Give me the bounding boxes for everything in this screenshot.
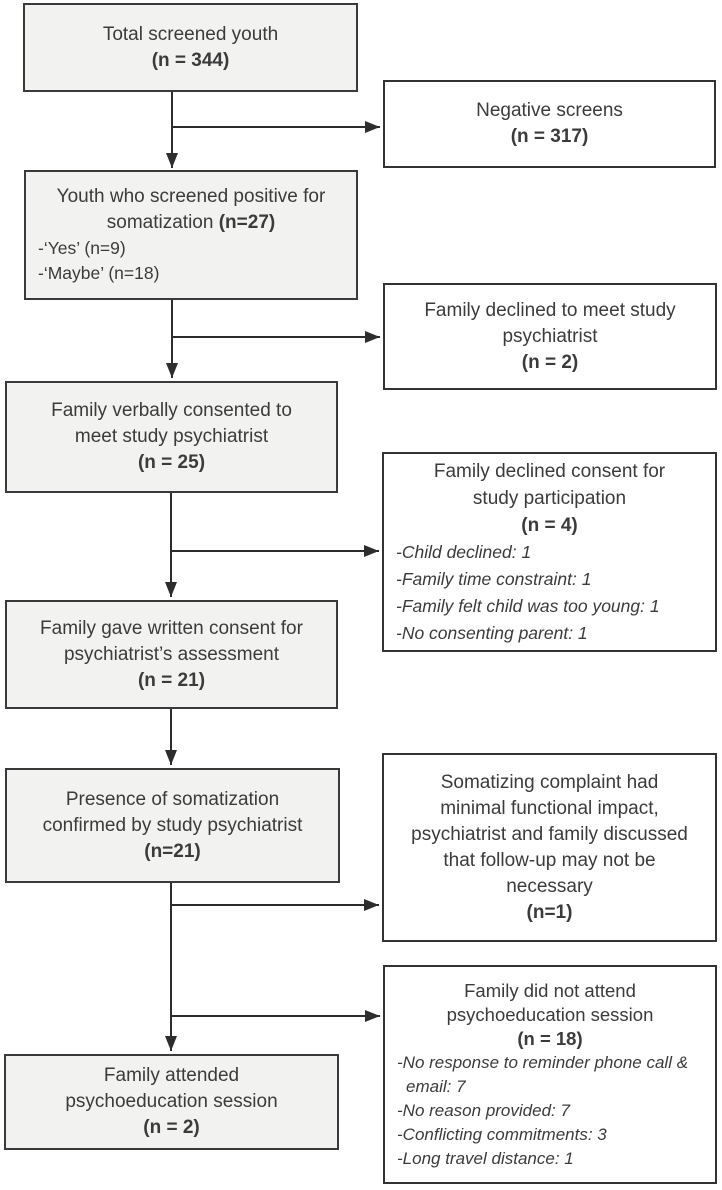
box-title-line2: somatization (n=27): [26, 210, 356, 236]
box-n-count: (n = 2): [521, 351, 579, 373]
box-title-line1: Family gave written consent for: [40, 617, 303, 639]
box-title-line1: Family declined to meet study: [424, 299, 676, 321]
bullet-item: -‘Maybe’ (n=18): [38, 263, 160, 283]
box-verbal-consent: Family verbally consented to meet study …: [5, 381, 338, 493]
box-title-line2: study participation: [472, 487, 627, 509]
box-title-line1: Family did not attend: [464, 979, 636, 1001]
box-title-line1: Family verbally consented to: [51, 400, 292, 421]
box-title-line1: Somatizing complaint had: [440, 771, 659, 793]
box-title-line2: psychoeducation session: [446, 1003, 654, 1025]
box-title-line4: that follow-up may not be: [443, 849, 656, 871]
box-n-count: (n = 21): [137, 669, 206, 691]
box-title-line3: psychiatrist and family discussed: [411, 823, 688, 845]
box-family-declined-consent: Family declined consent for study partic…: [382, 452, 717, 652]
box-title-line2: minimal functional impact,: [440, 797, 659, 819]
box-n-count: (n=21): [144, 840, 201, 862]
box-title-line1: Presence of somatization: [65, 788, 280, 810]
box-n-count: (n = 2): [143, 1117, 200, 1138]
box-screened-positive: Youth who screened positive for somatiza…: [24, 170, 358, 300]
box-title: Negative screens: [476, 100, 623, 121]
box-title-line2: psychiatrist: [502, 325, 598, 347]
box-minimal-impact: Somatizing complaint had minimal functio…: [382, 753, 717, 942]
box-bullet-list: -Child declined: 1 -Family time constrai…: [384, 539, 715, 647]
bullet-item: -‘Yes’ (n=9): [38, 238, 126, 258]
box-did-not-attend: Family did not attend psychoeducation se…: [383, 965, 717, 1184]
box-n-count: (n = 18): [517, 1027, 583, 1049]
box-bullet-list: -‘Yes’ (n=9) -‘Maybe’ (n=18): [26, 236, 356, 286]
box-title-line2: meet study psychiatrist: [74, 426, 269, 447]
box-attended-session: Family attended psychoeducation session …: [4, 1054, 339, 1150]
box-total-screened-youth: Total screened youth (n = 344): [23, 3, 358, 92]
box-title-line1: Family attended: [103, 1065, 240, 1086]
box-bullet-list: -No response to reminder phone call & em…: [385, 1051, 715, 1171]
box-n-count: (n=27): [218, 212, 276, 233]
box-title: Total screened youth: [102, 23, 279, 45]
box-n-count: (n = 25): [137, 452, 206, 473]
box-title-line2: psychiatrist’s assessment: [63, 643, 280, 665]
box-n-count: (n = 4): [521, 514, 578, 536]
box-n-count: (n = 317): [510, 126, 589, 147]
bullet-item: -No reason provided: 7: [397, 1100, 570, 1120]
box-title-line1: Youth who screened positive for: [56, 186, 326, 207]
bullet-item: -Long travel distance: 1: [397, 1148, 574, 1168]
bullet-item: -No response to reminder phone call & em…: [397, 1052, 689, 1096]
box-title-line2: psychoeducation session: [65, 1091, 278, 1112]
box-n-count: (n=1): [526, 901, 573, 923]
box-title-line5: necessary: [506, 875, 593, 897]
bullet-item: -No consenting parent: 1: [396, 622, 588, 643]
box-title-line2: confirmed by study psychiatrist: [42, 814, 303, 836]
box-title-line1: Family declined consent for: [433, 460, 666, 482]
box-n-count: (n = 344): [151, 49, 230, 71]
bullet-item: -Family time constraint: 1: [396, 568, 592, 589]
bullet-item: -Conflicting commitments: 3: [397, 1124, 607, 1144]
bullet-item: -Child declined: 1: [396, 541, 532, 562]
box-written-consent: Family gave written consent for psychiat…: [5, 600, 338, 709]
box-family-declined-meet: Family declined to meet study psychiatri…: [383, 283, 717, 390]
box-negative-screens: Negative screens (n = 317): [383, 80, 716, 168]
box-somatization-confirmed: Presence of somatization confirmed by st…: [5, 768, 340, 883]
bullet-item: -Family felt child was too young: 1: [396, 595, 660, 616]
box-title-text: somatization: [106, 212, 214, 233]
